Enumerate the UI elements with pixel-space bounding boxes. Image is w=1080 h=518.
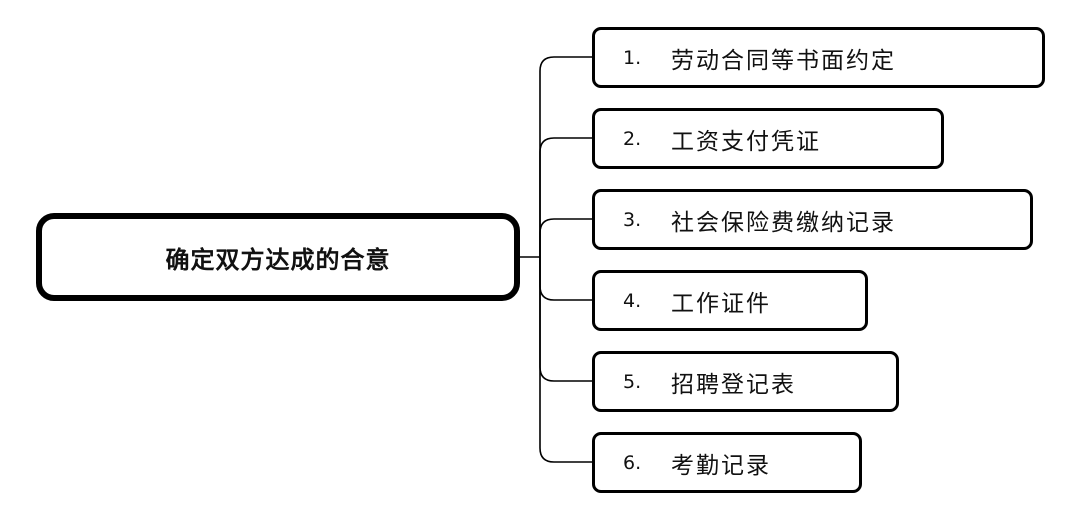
branch-node-label: 考勤记录 <box>671 452 771 479</box>
branch-node-3: 3. 社会保险费缴纳记录 <box>592 189 1033 250</box>
branch-node-label: 劳动合同等书面约定 <box>671 47 896 74</box>
branch-node-number: 4. <box>623 289 642 312</box>
root-node: 确定双方达成的合意 <box>36 213 520 301</box>
branch-node-label: 社会保险费缴纳记录 <box>671 209 896 236</box>
branch-node-number: 2. <box>623 127 642 150</box>
branch-node-4: 4. 工作证件 <box>592 270 868 331</box>
branch-node-6: 6. 考勤记录 <box>592 432 862 493</box>
branch-connector-3 <box>539 218 592 257</box>
branch-node-5: 5. 招聘登记表 <box>592 351 899 412</box>
branch-node-number: 3. <box>623 208 642 231</box>
branch-connector-2 <box>539 137 592 257</box>
branch-node-label: 工作证件 <box>671 290 771 317</box>
branch-node-1: 1. 劳动合同等书面约定 <box>592 27 1045 88</box>
branch-connector-1 <box>539 56 592 257</box>
branch-node-number: 1. <box>623 46 642 69</box>
branch-node-2: 2. 工资支付凭证 <box>592 108 944 169</box>
branch-connector-4 <box>539 257 592 301</box>
branch-node-number: 5. <box>623 370 642 393</box>
branch-connector-6 <box>539 257 592 463</box>
branch-node-label: 工资支付凭证 <box>671 128 821 155</box>
branch-node-label: 招聘登记表 <box>671 371 796 398</box>
branch-connector-5 <box>539 257 592 382</box>
branch-node-number: 6. <box>623 451 642 474</box>
root-node-label: 确定双方达成的合意 <box>165 245 391 274</box>
